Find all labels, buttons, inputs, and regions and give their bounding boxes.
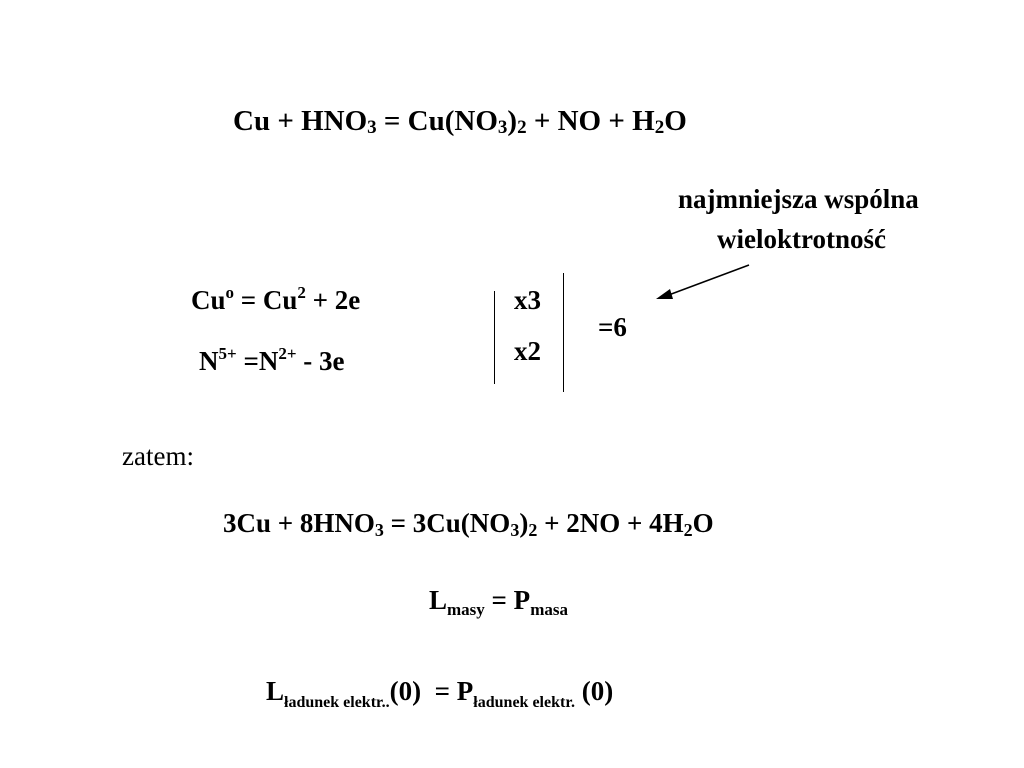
eq1-text: + NO + H	[526, 105, 655, 137]
mb-sub: masa	[530, 600, 568, 619]
cb-text: L	[266, 676, 285, 706]
zatem-label: zatem:	[122, 441, 194, 471]
eq1-sub: 2	[517, 117, 527, 138]
hr-cu-sup: o	[225, 283, 235, 302]
eq1-sub: 3	[367, 117, 377, 138]
cb-text: = P	[421, 676, 474, 706]
hr-cu-text: = Cu	[234, 285, 298, 315]
eq2-sub: 3	[510, 520, 520, 540]
eq1-sub: 2	[654, 117, 665, 138]
eq1-sub: 3	[497, 117, 508, 138]
hr-cu-text: + 2e	[305, 285, 361, 315]
eq1-text: Cu + HNO	[233, 105, 368, 137]
half-reaction-cu: Cuo = Cu2 + 2e	[191, 284, 361, 315]
equation-unbalanced: Cu + HNO3 = Cu(NO3)2 + NO + H2O	[233, 105, 687, 138]
eq2-sub: 2	[528, 520, 538, 540]
eq2-sub: 3	[374, 520, 384, 540]
charge-balance: Lładunek elektr..(0) = Pładunek elektr. …	[266, 676, 614, 711]
hr-cu-text: Cu	[191, 285, 226, 315]
hr-n-sup: 2+	[278, 344, 297, 363]
hr-cu-sup: 2	[297, 283, 306, 302]
eq2-text: + 2NO + 4H	[537, 508, 684, 538]
lcm-value: =6	[598, 312, 627, 342]
cb-sub: ładunek elektr..	[284, 694, 390, 711]
mass-balance: Lmasy = Pmasa	[429, 585, 568, 619]
multiplier-x3: x3	[514, 285, 541, 315]
hr-n-text: N	[199, 346, 219, 376]
hr-n-text: - 3e	[296, 346, 345, 376]
eq2-sub: 2	[683, 520, 693, 540]
eq2-text: )	[519, 508, 529, 538]
cb-text: (0)	[574, 676, 614, 706]
note-line2: wieloktrotność	[717, 224, 886, 254]
equation-balanced: 3Cu + 8HNO3 = 3Cu(NO3)2 + 2NO + 4H2O	[223, 508, 714, 540]
mb-text: L	[429, 585, 448, 615]
eq1-text: = Cu(NO	[376, 105, 498, 137]
eq1-text: O	[664, 105, 687, 137]
half-reaction-n: N5+ =N2+ - 3e	[199, 345, 345, 376]
eq2-text: = 3Cu(NO	[383, 508, 511, 538]
eq2-text: 3Cu + 8HNO	[223, 508, 375, 538]
hr-n-text: =N	[236, 346, 279, 376]
mb-text: = P	[484, 585, 531, 615]
mb-sub: masy	[447, 600, 485, 619]
note-line1: najmniejsza wspólna	[678, 184, 919, 214]
separator-line	[494, 291, 495, 384]
cb-text: (0)	[389, 676, 422, 706]
multiplier-x2: x2	[514, 336, 541, 366]
hr-n-sup: 5+	[218, 344, 237, 363]
eq1-text: )	[507, 105, 518, 137]
separator-line	[563, 273, 564, 392]
cb-sub: ładunek elektr.	[473, 694, 575, 711]
eq2-text: O	[692, 508, 714, 538]
